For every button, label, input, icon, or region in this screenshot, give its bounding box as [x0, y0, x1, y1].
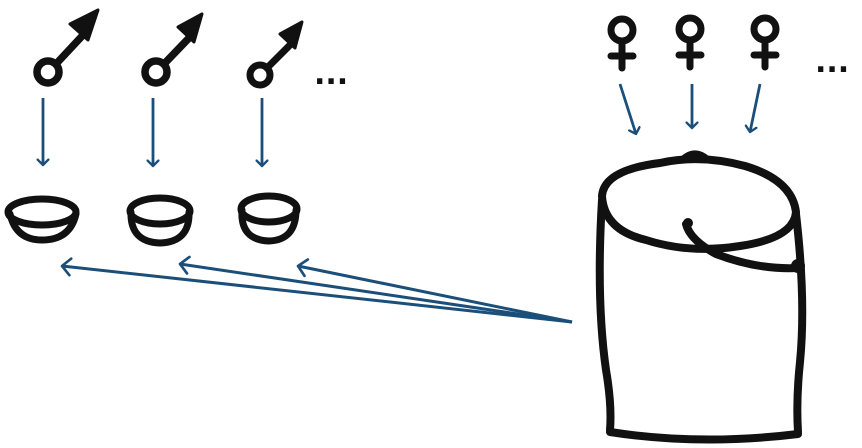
female-symbol-icon [675, 14, 705, 71]
female-to-bucket-arrows [618, 83, 762, 134]
arrow-female-1-to-bucket [618, 83, 636, 134]
male-row-ellipsis: ... [314, 57, 348, 92]
bowl-icon [4, 195, 80, 244]
arrow-bucket-to-bowl-1 [60, 257, 573, 324]
female-symbol-icon [750, 14, 780, 71]
arrow-bucket-to-bowl-2 [178, 255, 573, 324]
male-to-bowl-arrows [43, 98, 262, 166]
bucket-icon [595, 150, 807, 444]
bowl-icon [126, 194, 194, 247]
arrow-bucket-to-bowl-3 [296, 258, 573, 324]
female-row-ellipsis: ... [815, 45, 849, 80]
female-symbol-icon [607, 15, 637, 72]
male-symbol-icon [141, 12, 204, 87]
arrow-female-3-to-bucket [750, 83, 762, 132]
male-symbol-icon [33, 8, 100, 87]
bowl-icon [237, 192, 301, 245]
bucket-to-bowl-arrows [60, 255, 573, 324]
male-symbol-icon [246, 20, 304, 89]
